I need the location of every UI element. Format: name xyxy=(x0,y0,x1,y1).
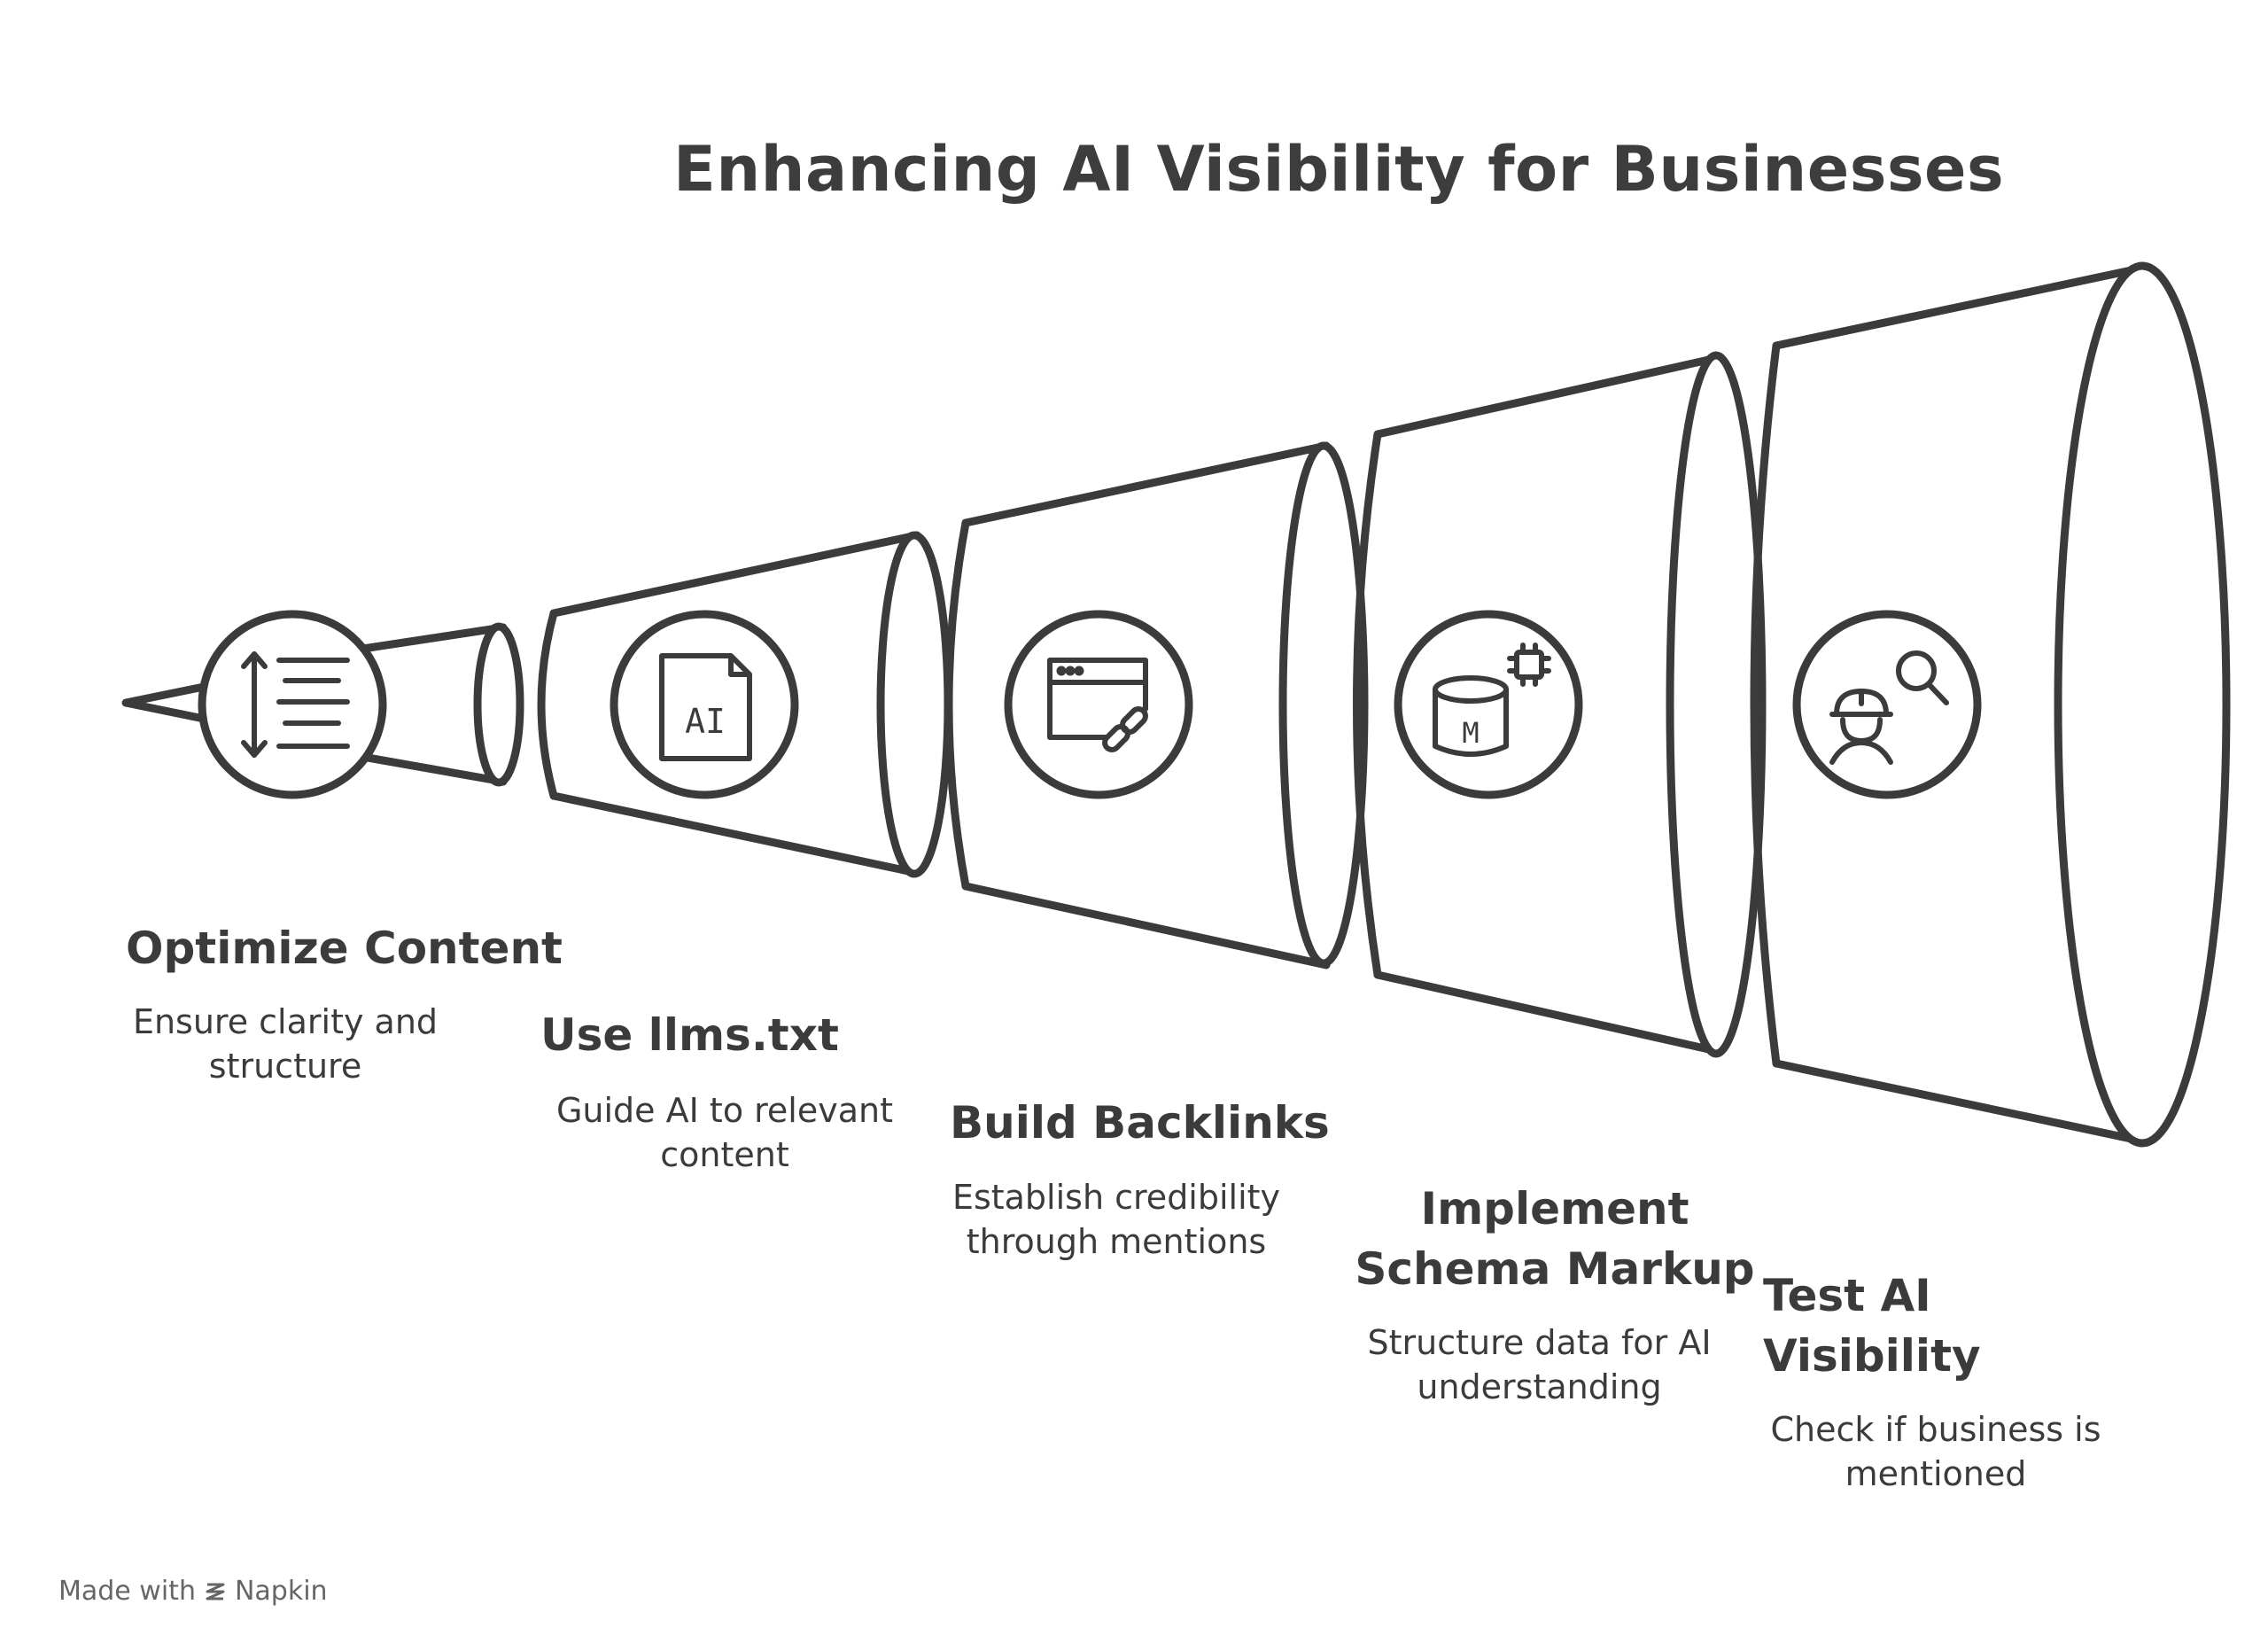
icon-circle-4 xyxy=(1394,610,1583,799)
step-5-description: Check if business is mentioned xyxy=(1770,1410,2101,1493)
step-1-description: Ensure clarity and structure xyxy=(132,1002,439,1086)
funnel-tip xyxy=(121,682,208,723)
database-chip-icon xyxy=(1433,642,1551,757)
step-4-description: Structure data for AI understanding xyxy=(1367,1323,1712,1406)
browser-link-icon xyxy=(1047,658,1148,752)
funnel-segment-4 xyxy=(1353,351,1767,1058)
ai-document-icon xyxy=(659,653,752,761)
icon-circle-3 xyxy=(1004,610,1193,799)
napkin-logo-icon xyxy=(206,1583,225,1600)
engineer-search-icon xyxy=(1829,650,1949,765)
step-3-title: Build Backlinks xyxy=(950,1097,1330,1149)
step-3-description: Establish credibility through mentions xyxy=(951,1178,1281,1261)
diagram-title: Enhancing AI Visibility for Businesses xyxy=(673,133,2005,206)
step-2-title: Use llms.txt xyxy=(540,1009,839,1061)
step-2-description: Guide AI to relevant content xyxy=(555,1091,894,1174)
step-5-title: Test AI Visibility xyxy=(1763,1270,1981,1382)
step-1-title: Optimize Content xyxy=(126,923,563,974)
footer-brand: Napkin xyxy=(234,1576,328,1607)
footer-made-with: Made with xyxy=(58,1576,196,1607)
step-4-title: Implement Schema Markup xyxy=(1355,1183,1755,1295)
footer-watermark: Made with Napkin xyxy=(58,1576,328,1607)
ai-document-label: AI xyxy=(685,702,726,741)
funnel-segment-5 xyxy=(1750,261,2231,1148)
text-align-arrows-icon xyxy=(241,651,350,758)
funnel-segment-3 xyxy=(944,441,1369,970)
database-label: M xyxy=(1462,716,1479,750)
